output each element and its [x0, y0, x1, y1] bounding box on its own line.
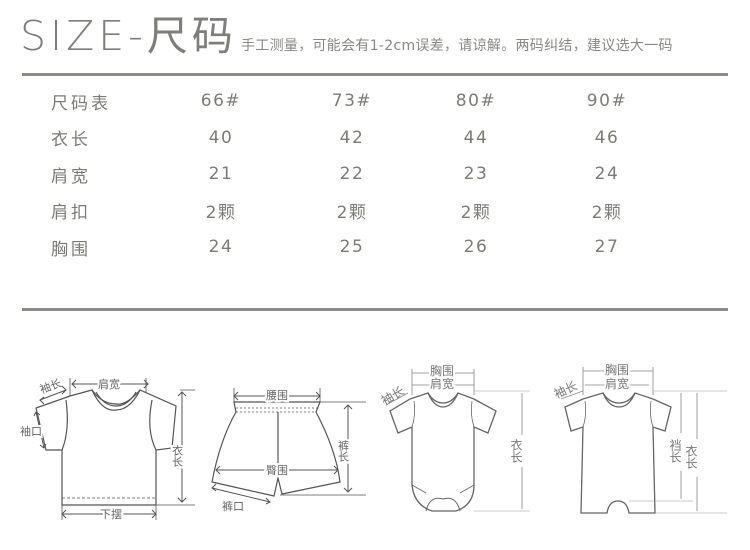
bodysuit-diagram: 胸围 肩宽 袖长 衣长	[370, 355, 540, 535]
table-header-row: 尺码表 66# 73# 80# 90#	[34, 83, 705, 120]
shoulder-width-label: 肩宽	[605, 376, 629, 391]
shoulder-width-label: 肩宽	[98, 377, 120, 391]
page-title: SIZE-尺码	[20, 12, 237, 60]
table-cell: 2颗	[591, 203, 623, 224]
romper-diagram: 胸围 肩宽 袖长 裆长 衣长	[545, 355, 735, 535]
bodysuit-illustration-icon: 胸围 肩宽 袖长 衣长	[378, 361, 530, 512]
shorts-diagram: 腰围 臀围 裤长 裤口	[200, 370, 370, 530]
hip-label: 臀围	[266, 464, 288, 477]
table-row: 肩扣 2颗 2颗 2颗 2颗	[34, 193, 705, 230]
table-cell: 2颗	[336, 203, 368, 224]
waist-label: 腰围	[266, 389, 288, 402]
column-header-66: 66#	[200, 91, 242, 112]
shorts-illustration-icon: 腰围 臀围 裤长 裤口	[211, 387, 366, 513]
middle-divider	[22, 308, 728, 311]
row-label: 肩宽	[51, 166, 91, 187]
column-header-80: 80#	[455, 91, 497, 112]
table-cell: 22	[339, 164, 365, 185]
table-cell: 24	[208, 237, 234, 258]
sleeve-length-label: 袖长	[551, 378, 579, 402]
table-cell: 44	[463, 127, 489, 148]
table-cell: 2颗	[460, 203, 492, 224]
table-cell: 40	[208, 127, 234, 148]
shoulder-width-label: 肩宽	[430, 376, 454, 391]
column-header-90: 90#	[586, 91, 628, 112]
sleeve-length-label: 袖长	[38, 376, 63, 397]
row-label: 胸围	[51, 239, 91, 260]
table-cell: 27	[594, 237, 620, 258]
chest-label: 胸围	[605, 362, 629, 377]
table-cell: 46	[594, 127, 620, 148]
romper-illustration-icon: 胸围 肩宽 袖长 裆长 衣长	[551, 360, 727, 514]
cuff-label: 袖口	[20, 424, 42, 438]
crotch-length-label: 裆长	[668, 439, 682, 463]
column-header-73: 73#	[331, 91, 373, 112]
leg-opening-label: 裤口	[222, 499, 244, 513]
top-divider	[22, 73, 728, 76]
table-cell: 25	[339, 237, 365, 258]
table-cell: 23	[463, 164, 489, 185]
size-table: 尺码表 66# 73# 80# 90# 衣长 40 42 44 46 肩宽 21…	[34, 83, 705, 266]
table-cell: 26	[463, 237, 489, 258]
row-label: 肩扣	[51, 203, 91, 224]
measurement-note: 手工测量，可能会有1-2cm误差，请谅解。两码纠结，建议选大一码	[241, 38, 673, 54]
table-row: 胸围 24 25 26 27	[34, 229, 705, 266]
tshirt-diagram: 袖长 肩宽 袖口 衣长 下摆	[10, 360, 200, 530]
table-cell: 42	[339, 127, 365, 148]
table-row: 肩宽 21 22 23 24	[34, 156, 705, 193]
chest-label: 胸围	[430, 363, 454, 378]
hem-label: 下摆	[100, 507, 122, 521]
length-label: 衣长	[684, 444, 698, 469]
table-cell: 21	[208, 164, 234, 185]
pants-length-label: 裤长	[337, 439, 350, 462]
length-label: 衣长	[509, 438, 523, 463]
table-header-label: 尺码表	[51, 93, 111, 114]
table-cell: 24	[594, 164, 620, 185]
table-row: 衣长 40 42 44 46	[34, 120, 705, 157]
table-cell: 2颗	[205, 203, 237, 224]
row-label: 衣长	[51, 130, 91, 151]
length-label: 衣长	[171, 444, 184, 467]
tshirt-illustration-icon: 袖长 肩宽 袖口 衣长 下摆	[18, 375, 195, 523]
